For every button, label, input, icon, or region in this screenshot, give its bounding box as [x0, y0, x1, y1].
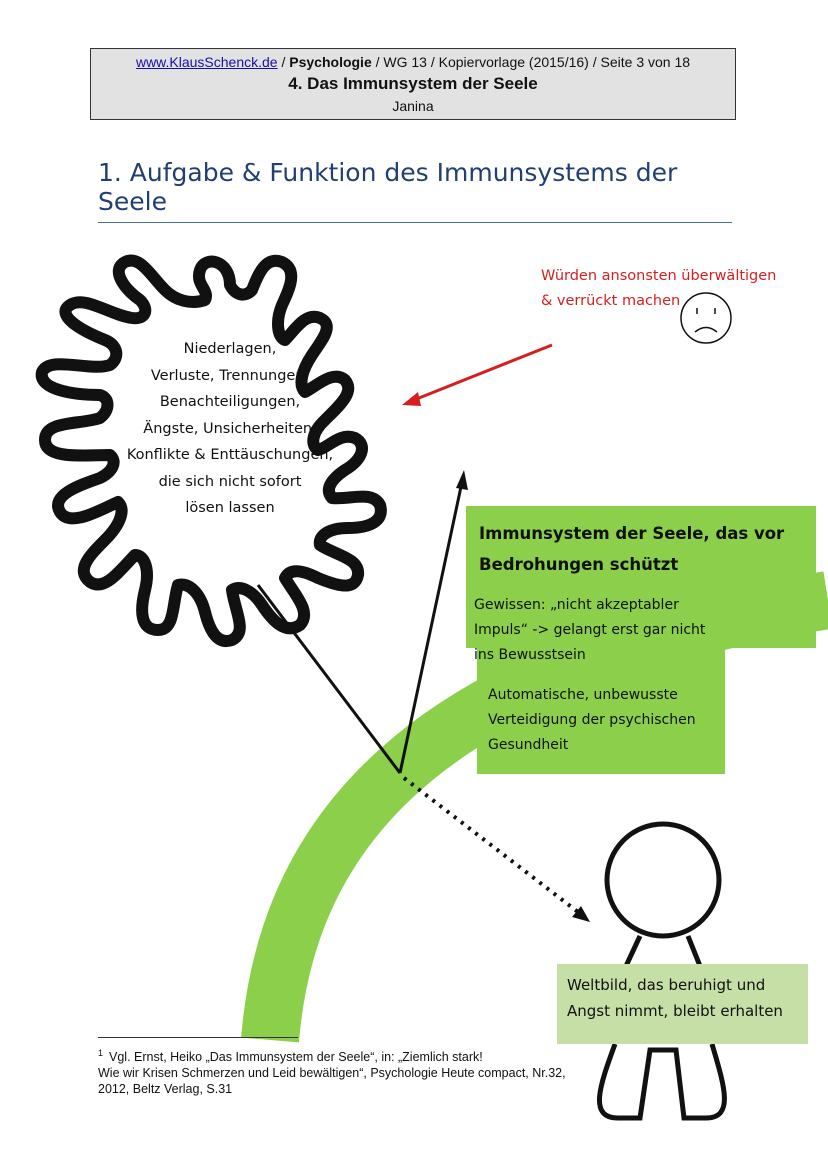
threat-line-7: lösen lassen	[110, 495, 350, 522]
worldview-box: Weltbild, das beruhigt und Angst nimmt, …	[557, 964, 808, 1044]
defense-line-3: Gesundheit	[488, 733, 696, 758]
dotted-arrow	[404, 778, 578, 912]
threat-line-4: Ängste, Unsicherheiten,	[110, 416, 350, 443]
threat-list: Niederlagen, Verluste, Trennungen, Benac…	[110, 336, 350, 522]
footnote-divider	[98, 1037, 298, 1038]
defense-text: Automatische, unbewusste Verteidigung de…	[488, 683, 696, 758]
threat-line-6: die sich nicht sofort	[110, 469, 350, 496]
worldview-line-1: Weltbild, das beruhigt und	[567, 972, 798, 998]
footnote-line-1: 1 Vgl. Ernst, Heiko „Das Immunsystem der …	[98, 1045, 618, 1065]
immune-title-line-1: Immunsystem der Seele, das vor	[479, 518, 784, 549]
defense-line-2: Verteidigung der psychischen	[488, 708, 696, 733]
dotted-arrowhead	[572, 906, 590, 922]
worldview-line-2: Angst nimmt, bleibt erhalten	[567, 998, 798, 1024]
overwhelm-note-line-2: & verrückt machen	[541, 289, 776, 314]
footnote-text-1: Vgl. Ernst, Heiko „Das Immunsystem der S…	[109, 1050, 483, 1064]
conscience-line-3: ins Bewusstsein	[474, 643, 705, 668]
overwhelm-note: Würden ansonsten überwältigen & verrückt…	[541, 264, 776, 314]
footnote: 1 Vgl. Ernst, Heiko „Das Immunsystem der …	[98, 1045, 618, 1097]
conscience-line-1: Gewissen: „nicht akzeptabler	[474, 593, 705, 618]
footnote-line-2: Wie wir Krisen Schmerzen und Leid bewält…	[98, 1065, 618, 1081]
threat-line	[258, 585, 400, 773]
conscience-line-2: Impuls“ -> gelangt erst gar nicht	[474, 618, 705, 643]
immune-title: Immunsystem der Seele, das vor Bedrohung…	[479, 518, 784, 580]
footnote-line-3: 2012, Beltz Verlag, S.31	[98, 1081, 618, 1097]
defense-line-1: Automatische, unbewusste	[488, 683, 696, 708]
threat-line-3: Benachteiligungen,	[110, 389, 350, 416]
red-arrow	[414, 345, 552, 400]
deflect-arrowhead	[456, 470, 468, 490]
threat-line-2: Verluste, Trennungen,	[110, 363, 350, 390]
conscience-text: Gewissen: „nicht akzeptabler Impuls“ -> …	[474, 593, 705, 668]
overwhelm-note-line-1: Würden ansonsten überwältigen	[541, 264, 776, 289]
threat-line-5: Konflikte & Enttäuschungen,	[110, 442, 350, 469]
threat-line-1: Niederlagen,	[110, 336, 350, 363]
footnote-number: 1	[98, 1048, 103, 1058]
immune-title-line-2: Bedrohungen schützt	[479, 549, 784, 580]
red-arrowhead	[402, 392, 421, 406]
